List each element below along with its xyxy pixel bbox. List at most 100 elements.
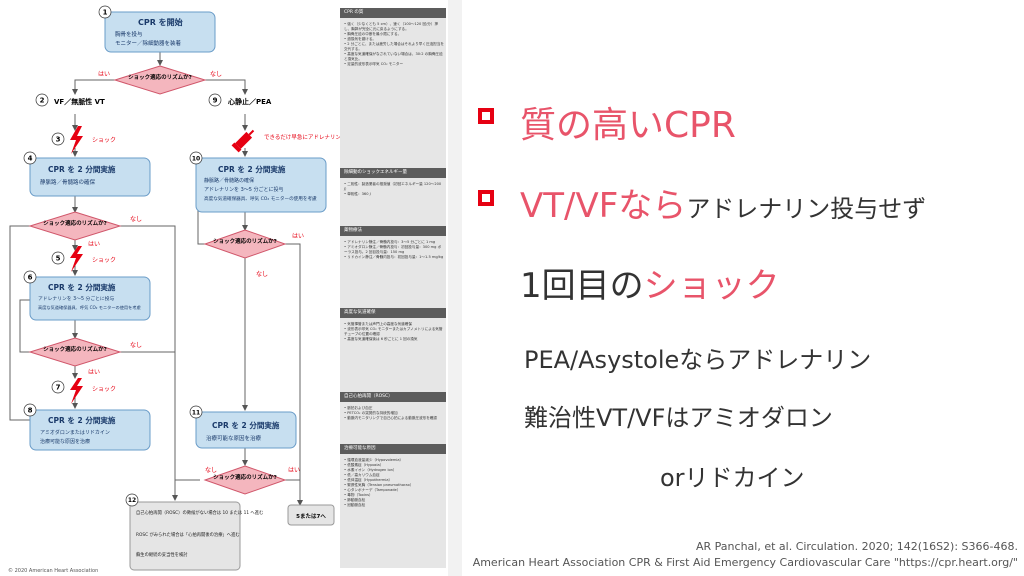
node-start-cpr: 1 CPR を開始 胸骨を投与 モニター／除細動器を装着 bbox=[98, 5, 216, 53]
node-1-item-1: 胸骨を投与 bbox=[115, 30, 143, 38]
shock-step-3: 3 ショック bbox=[51, 126, 116, 154]
decision-shockable-2: ショック適応のリズムか? はい なし bbox=[28, 211, 142, 248]
svg-text:ショック: ショック bbox=[92, 257, 116, 264]
svg-text:5: 5 bbox=[56, 255, 61, 263]
svg-text:2: 2 bbox=[40, 97, 45, 105]
node-asystole-pea: 9 心静止／PEA bbox=[208, 93, 272, 107]
panel-gutter bbox=[448, 0, 462, 576]
point-first-shock: 1回目のショック bbox=[520, 258, 780, 307]
svg-text:ショック適応のリズムか?: ショック適応のリズムか? bbox=[43, 219, 107, 227]
svg-text:5または7へ: 5または7へ bbox=[296, 512, 326, 520]
flow-connectors bbox=[9, 52, 303, 506]
node-11-title: CPR を 2 分間実施 bbox=[212, 420, 280, 430]
section-body: アドレナリン静注／骨髄内投与：3～5 分ごとに 1 mg アミオダロン静注／骨髄… bbox=[344, 240, 444, 260]
svg-text:9: 9 bbox=[213, 97, 218, 105]
node-cpr-8: 8 CPR を 2 分間実施 アミオダロンまたはリドカイン 治療可能な原因を治療 bbox=[23, 403, 151, 451]
section-body: 循環血液量減少（Hypovolemia） 低酸素症（Hypoxia） 水素イオン… bbox=[344, 458, 444, 508]
node-8-title: CPR を 2 分間実施 bbox=[48, 415, 116, 425]
node-rosc-12: 12 自己心拍再開（ROSC）の徴候がない場合は 10 または 11 へ進む R… bbox=[125, 493, 263, 571]
node-cpr-4: 4 CPR を 2 分間実施 静脈路／骨髄路の確保 bbox=[23, 151, 151, 197]
decision-1-no: なし bbox=[210, 71, 222, 78]
section-body: 気管挿管または声門上の高度な気道確保 波形表示呼気 CO₂ モニターまたはカプノ… bbox=[344, 322, 444, 342]
svg-text:ショック適応のリズムか?: ショック適応のリズムか? bbox=[213, 473, 277, 481]
svg-text:7: 7 bbox=[56, 384, 61, 392]
node-2-label: VF／無脈性 VT bbox=[54, 97, 105, 106]
decision-shockable-1: ショック適応のリズムか? はい なし bbox=[98, 65, 222, 95]
decision-shockable-4: ショック適応のリズムか? はい なし bbox=[28, 337, 142, 376]
citation-1: AR Panchal, et al. Circulation. 2020; 14… bbox=[696, 540, 1018, 553]
svg-text:4: 4 bbox=[28, 155, 33, 163]
point-lidocaine: orリドカイン bbox=[660, 464, 805, 492]
svg-text:6: 6 bbox=[28, 274, 33, 282]
svg-text:ショック: ショック bbox=[92, 386, 116, 393]
svg-text:8: 8 bbox=[28, 407, 33, 415]
node-1-item-2: モニター／除細動器を装着 bbox=[115, 39, 182, 47]
point-quality-cpr: 質の高いCPR bbox=[520, 105, 736, 146]
shock-step-7: 7 ショック bbox=[51, 378, 116, 404]
node-4-title: CPR を 2 分間実施 bbox=[48, 164, 116, 174]
copyright: © 2020 American Heart Association bbox=[8, 567, 98, 574]
epinephrine-step: できるだけ早急にアドレナリン投与 bbox=[231, 129, 340, 153]
goto-5-or-7: 5または7へ bbox=[287, 504, 335, 526]
section-body: 強く（少なくとも 5 cm）、速く（100～120 回/分）押し、胸郭が完全に元… bbox=[344, 22, 444, 67]
section-title: CPR の質 bbox=[340, 8, 446, 18]
shock-3-label: ショック bbox=[92, 137, 116, 144]
decision-1-label: ショック適応のリズムか? bbox=[128, 73, 192, 81]
svg-text:11: 11 bbox=[192, 410, 200, 417]
node-1-number: 1 bbox=[103, 9, 108, 17]
citation-2: American Heart Association CPR & First A… bbox=[472, 556, 1018, 569]
svg-text:はい: はい bbox=[288, 467, 300, 474]
svg-text:高度な気道確保器具、呼気 CO₂ モニターの使用を考慮: 高度な気道確保器具、呼気 CO₂ モニターの使用を考慮 bbox=[204, 195, 317, 202]
shock-step-5: 5 ショック bbox=[51, 246, 116, 272]
node-vf-pvt: 2 VF／無脈性 VT bbox=[35, 93, 105, 107]
lightning-icon bbox=[70, 246, 83, 272]
section-body: 二相性：製造業者の推奨値（初回エネルギー量 120～200 J） 単相性：360… bbox=[344, 182, 444, 197]
node-4-item: 静脈路／骨髄路の確保 bbox=[40, 178, 96, 186]
decision-shockable-3: ショック適応のリズムか? はい なし bbox=[203, 229, 304, 278]
node-cpr-10: 10 CPR を 2 分間実施 静脈路／骨髄路の確保 アドレナリンを 3～5 分… bbox=[189, 151, 327, 213]
svg-text:ショック適応のリズムか?: ショック適応のリズムか? bbox=[213, 237, 277, 245]
svg-text:なし: なし bbox=[256, 271, 268, 278]
node-cpr-6: 6 CPR を 2 分間実施 アドレナリンを 3～5 分ごとに投与 高度な気道確… bbox=[23, 270, 151, 321]
svg-text:ROSC がみられた場合は「心拍再開後の治療」へ進む: ROSC がみられた場合は「心拍再開後の治療」へ進む bbox=[136, 531, 240, 538]
svg-text:なし: なし bbox=[130, 216, 142, 223]
svg-text:12: 12 bbox=[128, 497, 136, 504]
svg-text:自己心拍再開（ROSC）の徴候がない場合は 10 または 1: 自己心拍再開（ROSC）の徴候がない場合は 10 または 11 へ進む bbox=[136, 509, 263, 516]
acls-algorithm-diagram: 1 CPR を開始 胸骨を投与 モニター／除細動器を装着 ショック適応のリズムか… bbox=[8, 5, 340, 574]
node-9-label: 心静止／PEA bbox=[228, 97, 272, 106]
decision-shockable-5: ショック適応のリズムか? なし はい bbox=[203, 465, 300, 495]
first-shock-word: ショック bbox=[643, 266, 780, 306]
node-10-title: CPR を 2 分間実施 bbox=[218, 164, 286, 174]
svg-text:なし: なし bbox=[205, 467, 217, 474]
node-6-title: CPR を 2 分間実施 bbox=[48, 282, 116, 292]
first-shock-prefix: 1回目の bbox=[520, 266, 644, 306]
section-title: 治療可能な原因 bbox=[340, 444, 446, 454]
reference-sidebar: CPR の質 強く（少なくとも 5 cm）、速く（100～120 回/分）押し、… bbox=[340, 8, 446, 568]
syringe-icon bbox=[231, 129, 255, 153]
svg-text:3: 3 bbox=[56, 136, 61, 144]
vt-vf-sub: アドレナリン投与せず bbox=[686, 195, 927, 223]
decision-1-yes: はい bbox=[98, 71, 110, 78]
svg-text:アドレナリンを 3～5 分ごとに投与: アドレナリンを 3～5 分ごとに投与 bbox=[38, 295, 115, 302]
section-title: 高度な気道確保 bbox=[340, 308, 446, 318]
square-bullet-icon bbox=[478, 190, 494, 206]
lightning-icon bbox=[70, 126, 83, 154]
epi-note: できるだけ早急にアドレナリン投与 bbox=[264, 133, 340, 141]
svg-text:アドレナリンを 3～5 分ごとに投与: アドレナリンを 3～5 分ごとに投与 bbox=[204, 186, 284, 193]
point-pea: PEA/Asystoleならアドレナリン bbox=[524, 346, 872, 374]
svg-text:治療可能な原因を治療: 治療可能な原因を治療 bbox=[206, 434, 262, 442]
svg-text:治療可能な原因を治療: 治療可能な原因を治療 bbox=[40, 438, 90, 445]
svg-text:高度な気道確保器具、呼気 CO₂ モニターの使用を考慮: 高度な気道確保器具、呼気 CO₂ モニターの使用を考慮 bbox=[38, 304, 141, 311]
svg-text:10: 10 bbox=[192, 156, 200, 163]
svg-text:はい: はい bbox=[88, 369, 100, 376]
point-refractory: 難治性VT/VFはアミオダロン bbox=[524, 404, 833, 432]
section-title: 自己心拍再開（ROSC） bbox=[340, 392, 446, 402]
section-title: 薬物療法 bbox=[340, 226, 446, 236]
svg-text:アミオダロンまたはリドカイン: アミオダロンまたはリドカイン bbox=[40, 429, 110, 436]
square-bullet-icon bbox=[478, 108, 494, 124]
svg-text:はい: はい bbox=[292, 233, 304, 240]
svg-text:はい: はい bbox=[88, 241, 100, 248]
lightning-icon bbox=[70, 378, 83, 404]
section-title: 除細動のショックエネルギー量 bbox=[340, 168, 446, 178]
node-cpr-11: 11 CPR を 2 分間実施 治療可能な原因を治療 bbox=[189, 405, 297, 449]
